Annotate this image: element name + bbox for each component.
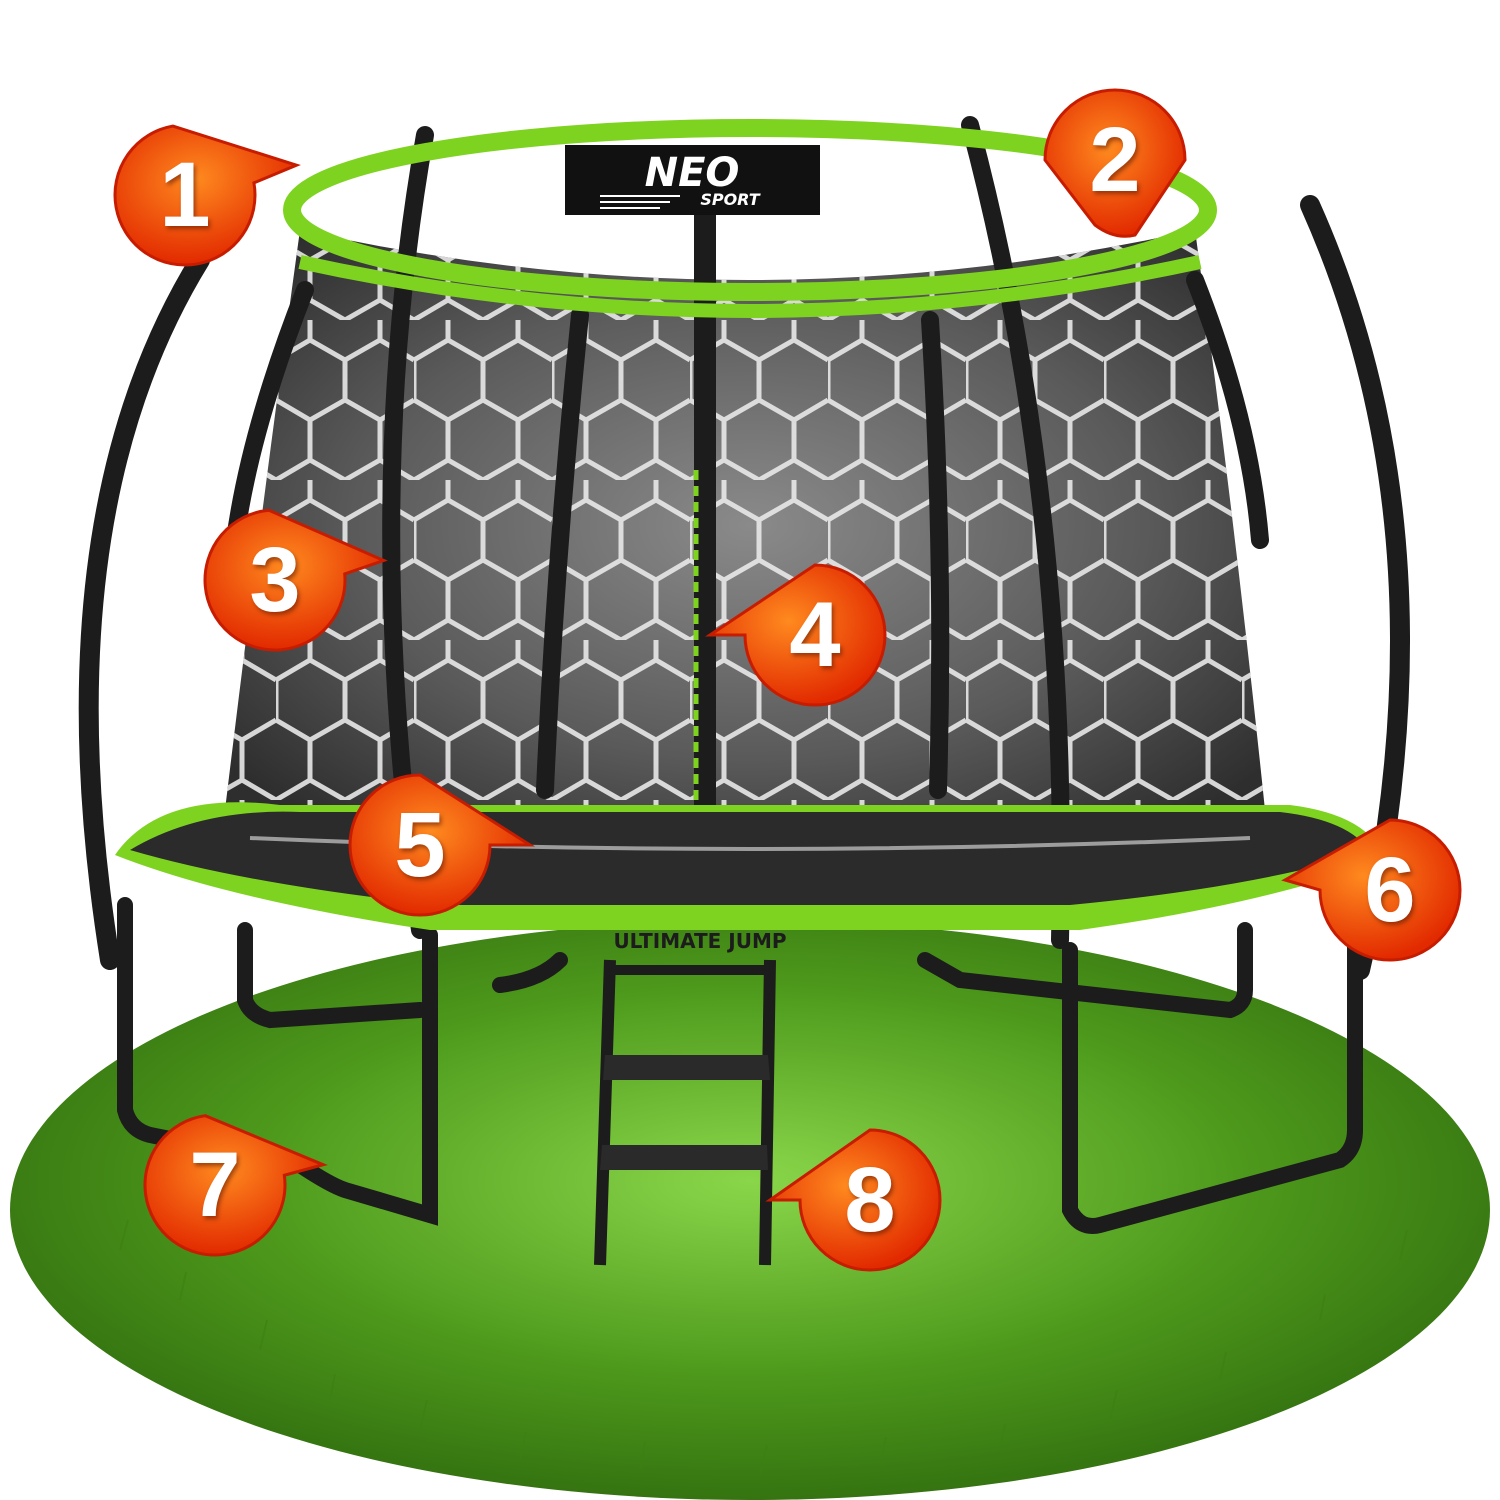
marker-4: 4 [705, 560, 890, 710]
grass-ground [10, 920, 1490, 1500]
marker-6-label: 6 [1364, 838, 1416, 941]
marker-pin-icon [203, 508, 388, 652]
product-name-label: ULTIMATE JUMP [613, 929, 786, 953]
logo-main-text: NEO [645, 150, 740, 196]
marker-pin-icon [113, 124, 301, 267]
marker-pin-icon [1043, 88, 1187, 238]
marker-3: 3 [200, 505, 388, 655]
marker-1-label: 1 [159, 143, 211, 246]
marker-2-label: 2 [1089, 108, 1141, 211]
marker-3-label: 3 [249, 528, 301, 631]
ladder [594, 959, 776, 1266]
marker-pin-icon [1281, 818, 1462, 962]
marker-4-label: 4 [789, 583, 841, 686]
marker-pin-icon [765, 1128, 942, 1272]
grass-texture [119, 1219, 1408, 1476]
marker-8-label: 8 [844, 1148, 896, 1251]
marker-7-label: 7 [189, 1133, 241, 1236]
brand-logo: NEO SPORT [565, 145, 820, 215]
marker-pin-icon [348, 773, 536, 917]
logo-sub-text: SPORT [700, 190, 760, 209]
top-ring-front [298, 255, 1202, 318]
marker-2: 2 [1040, 85, 1190, 238]
marker-6: 6 [1281, 815, 1465, 965]
marker-pin-icon [143, 1114, 328, 1257]
marker-5: 5 [345, 770, 536, 920]
marker-8: 8 [765, 1125, 945, 1275]
marker-pin-icon [705, 563, 887, 707]
marker-7: 7 [140, 1110, 328, 1260]
marker-1: 1 [110, 120, 301, 270]
top-ring-outer [283, 119, 1217, 301]
marker-5-label: 5 [394, 793, 446, 896]
jump-mat-frame: ULTIMATE JUMP [115, 802, 1385, 953]
